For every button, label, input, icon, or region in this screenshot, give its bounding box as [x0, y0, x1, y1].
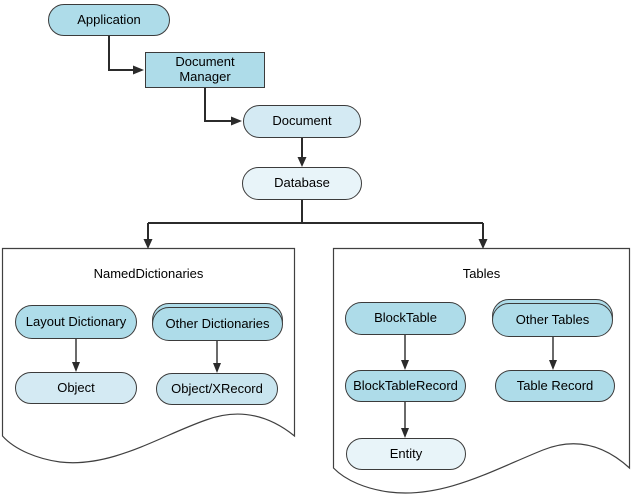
node-block-table: BlockTable: [345, 302, 466, 335]
node-other-dictionaries-front: Other Dictionaries: [152, 307, 283, 341]
node-object: Object: [15, 372, 137, 404]
node-block-table-record: BlockTableRecord: [345, 370, 466, 402]
node-document: Document: [243, 105, 361, 138]
node-database-label: Database: [274, 175, 330, 191]
arrowhead-document: [231, 116, 242, 126]
node-object-label: Object: [57, 379, 95, 395]
node-other-dictionaries: Other Dictionaries: [152, 303, 283, 341]
container-named-dictionaries-shape: [1, 247, 296, 464]
node-other-tables-front: Other Tables: [492, 303, 613, 337]
arrowhead-tables: [478, 239, 488, 249]
node-application: Application: [48, 4, 170, 36]
node-table-record: Table Record: [495, 370, 615, 402]
node-block-table-label: BlockTable: [374, 310, 437, 326]
node-object-xrecord: Object/XRecord: [156, 373, 278, 405]
node-document-manager: Document Manager: [145, 52, 265, 88]
node-layout-dictionary: Layout Dictionary: [15, 305, 137, 339]
arrowhead-block-table-record: [401, 360, 409, 370]
node-other-tables: Other Tables: [492, 299, 613, 337]
edge-document-manager-document: [204, 88, 231, 122]
node-database: Database: [242, 167, 362, 200]
container-title-named-dictionaries: NamedDictionaries: [93, 266, 204, 281]
arrowhead-entity: [401, 428, 409, 438]
node-table-record-label: Table Record: [516, 377, 594, 393]
arrowhead-named-dictionaries: [143, 239, 153, 249]
edge-application-document-manager: [108, 36, 133, 71]
arrowhead-object: [72, 362, 80, 372]
node-document-label: Document: [272, 113, 332, 129]
node-application-label: Application: [77, 11, 141, 27]
arrowhead-document-manager: [133, 65, 144, 75]
node-document-manager-label: Document Manager: [175, 54, 235, 84]
container-title-tables: Tables: [462, 266, 501, 281]
node-other-tables-label: Other Tables: [515, 311, 590, 327]
edge-database-branch-trunk: [147, 200, 484, 239]
node-object-xrecord-label: Object/XRecord: [171, 380, 263, 396]
node-layout-dictionary-label: Layout Dictionary: [25, 313, 127, 329]
node-block-table-record-label: BlockTableRecord: [353, 377, 458, 393]
node-entity-label: Entity: [389, 445, 423, 461]
arrowhead-table-record: [549, 360, 557, 370]
node-entity: Entity: [346, 438, 466, 470]
arrowhead-object-xrecord: [213, 363, 221, 373]
node-other-dictionaries-label: Other Dictionaries: [165, 315, 270, 331]
arrowhead-database: [297, 157, 307, 167]
